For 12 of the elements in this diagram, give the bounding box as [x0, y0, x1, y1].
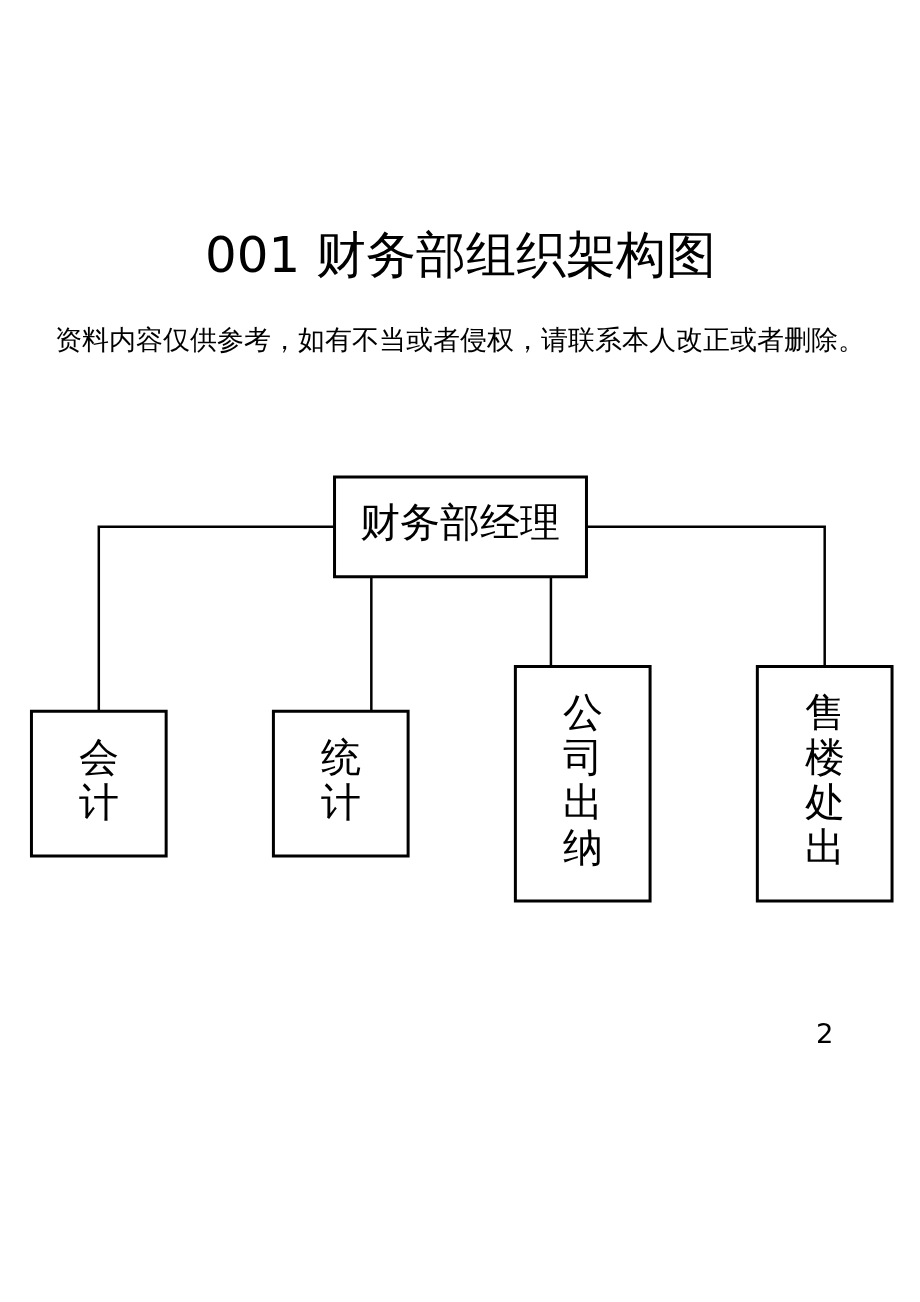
connector [586, 525, 826, 666]
connector [549, 577, 552, 666]
node-box: 财务部经理 [332, 474, 588, 578]
node-box: 统计 [271, 709, 410, 858]
diagram-title: 001 财务部组织架构图 [204, 225, 716, 284]
node-box: 公司出纳 [513, 664, 652, 902]
label: 资料内容仅供参考，如有不当或者侵权，请联系本人改正或者删除。 [55, 323, 865, 355]
connector [97, 525, 334, 711]
node-box: 会计 [29, 709, 168, 858]
connector [369, 577, 373, 711]
node-box: 售楼处出 [755, 664, 894, 902]
label: 2 [815, 1017, 833, 1049]
